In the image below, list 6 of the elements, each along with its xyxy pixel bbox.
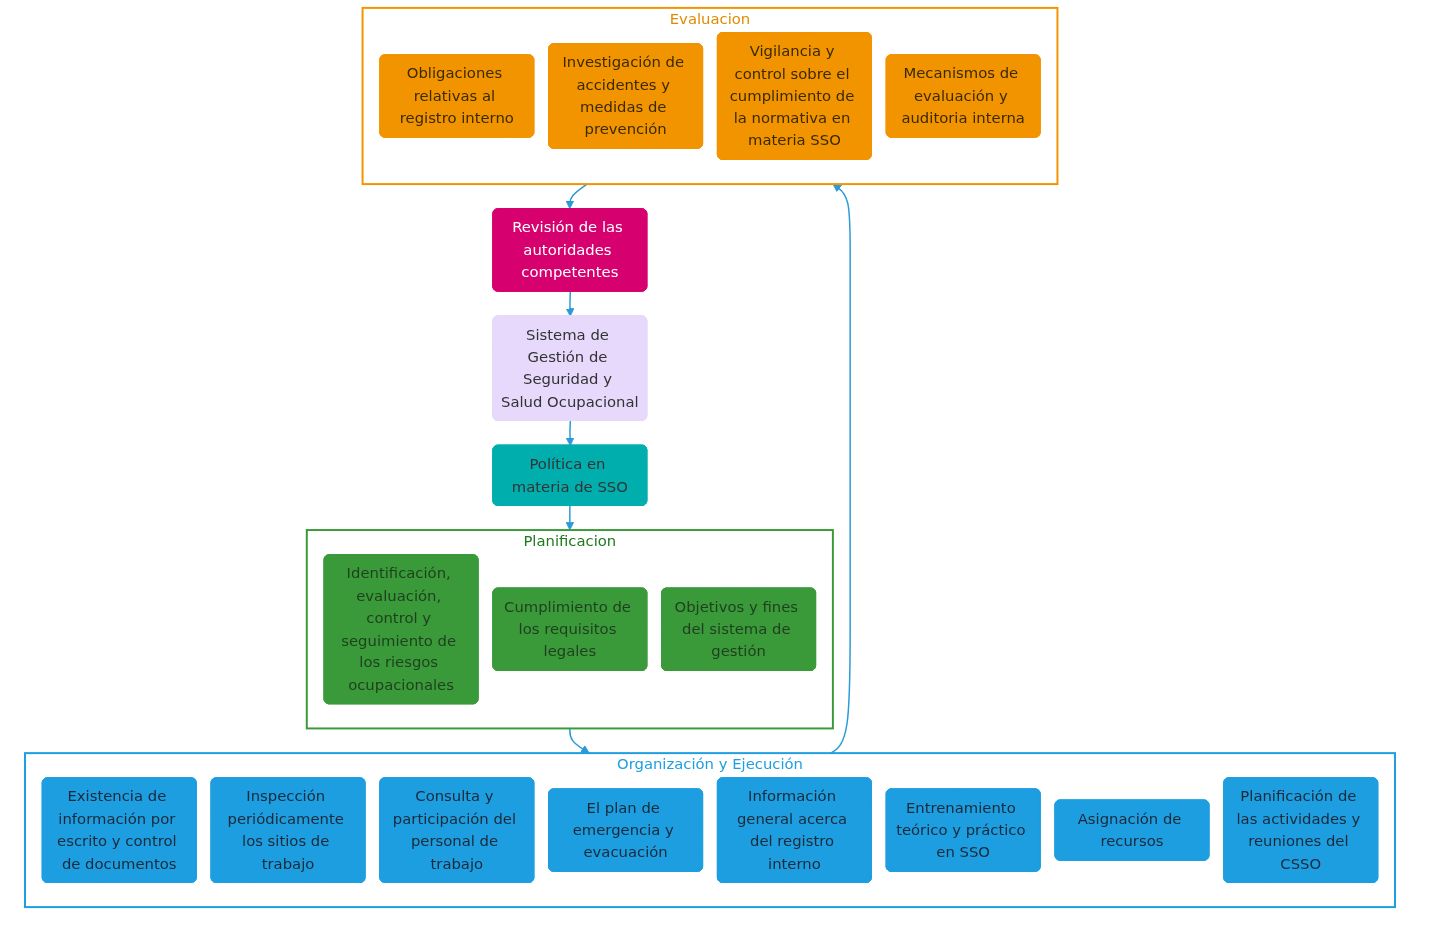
arrow bbox=[565, 420, 575, 447]
arrow bbox=[569, 727, 590, 754]
arrow bbox=[565, 183, 588, 210]
arrow bbox=[565, 504, 575, 531]
arrow bbox=[565, 290, 575, 317]
arrow bbox=[830, 183, 851, 754]
